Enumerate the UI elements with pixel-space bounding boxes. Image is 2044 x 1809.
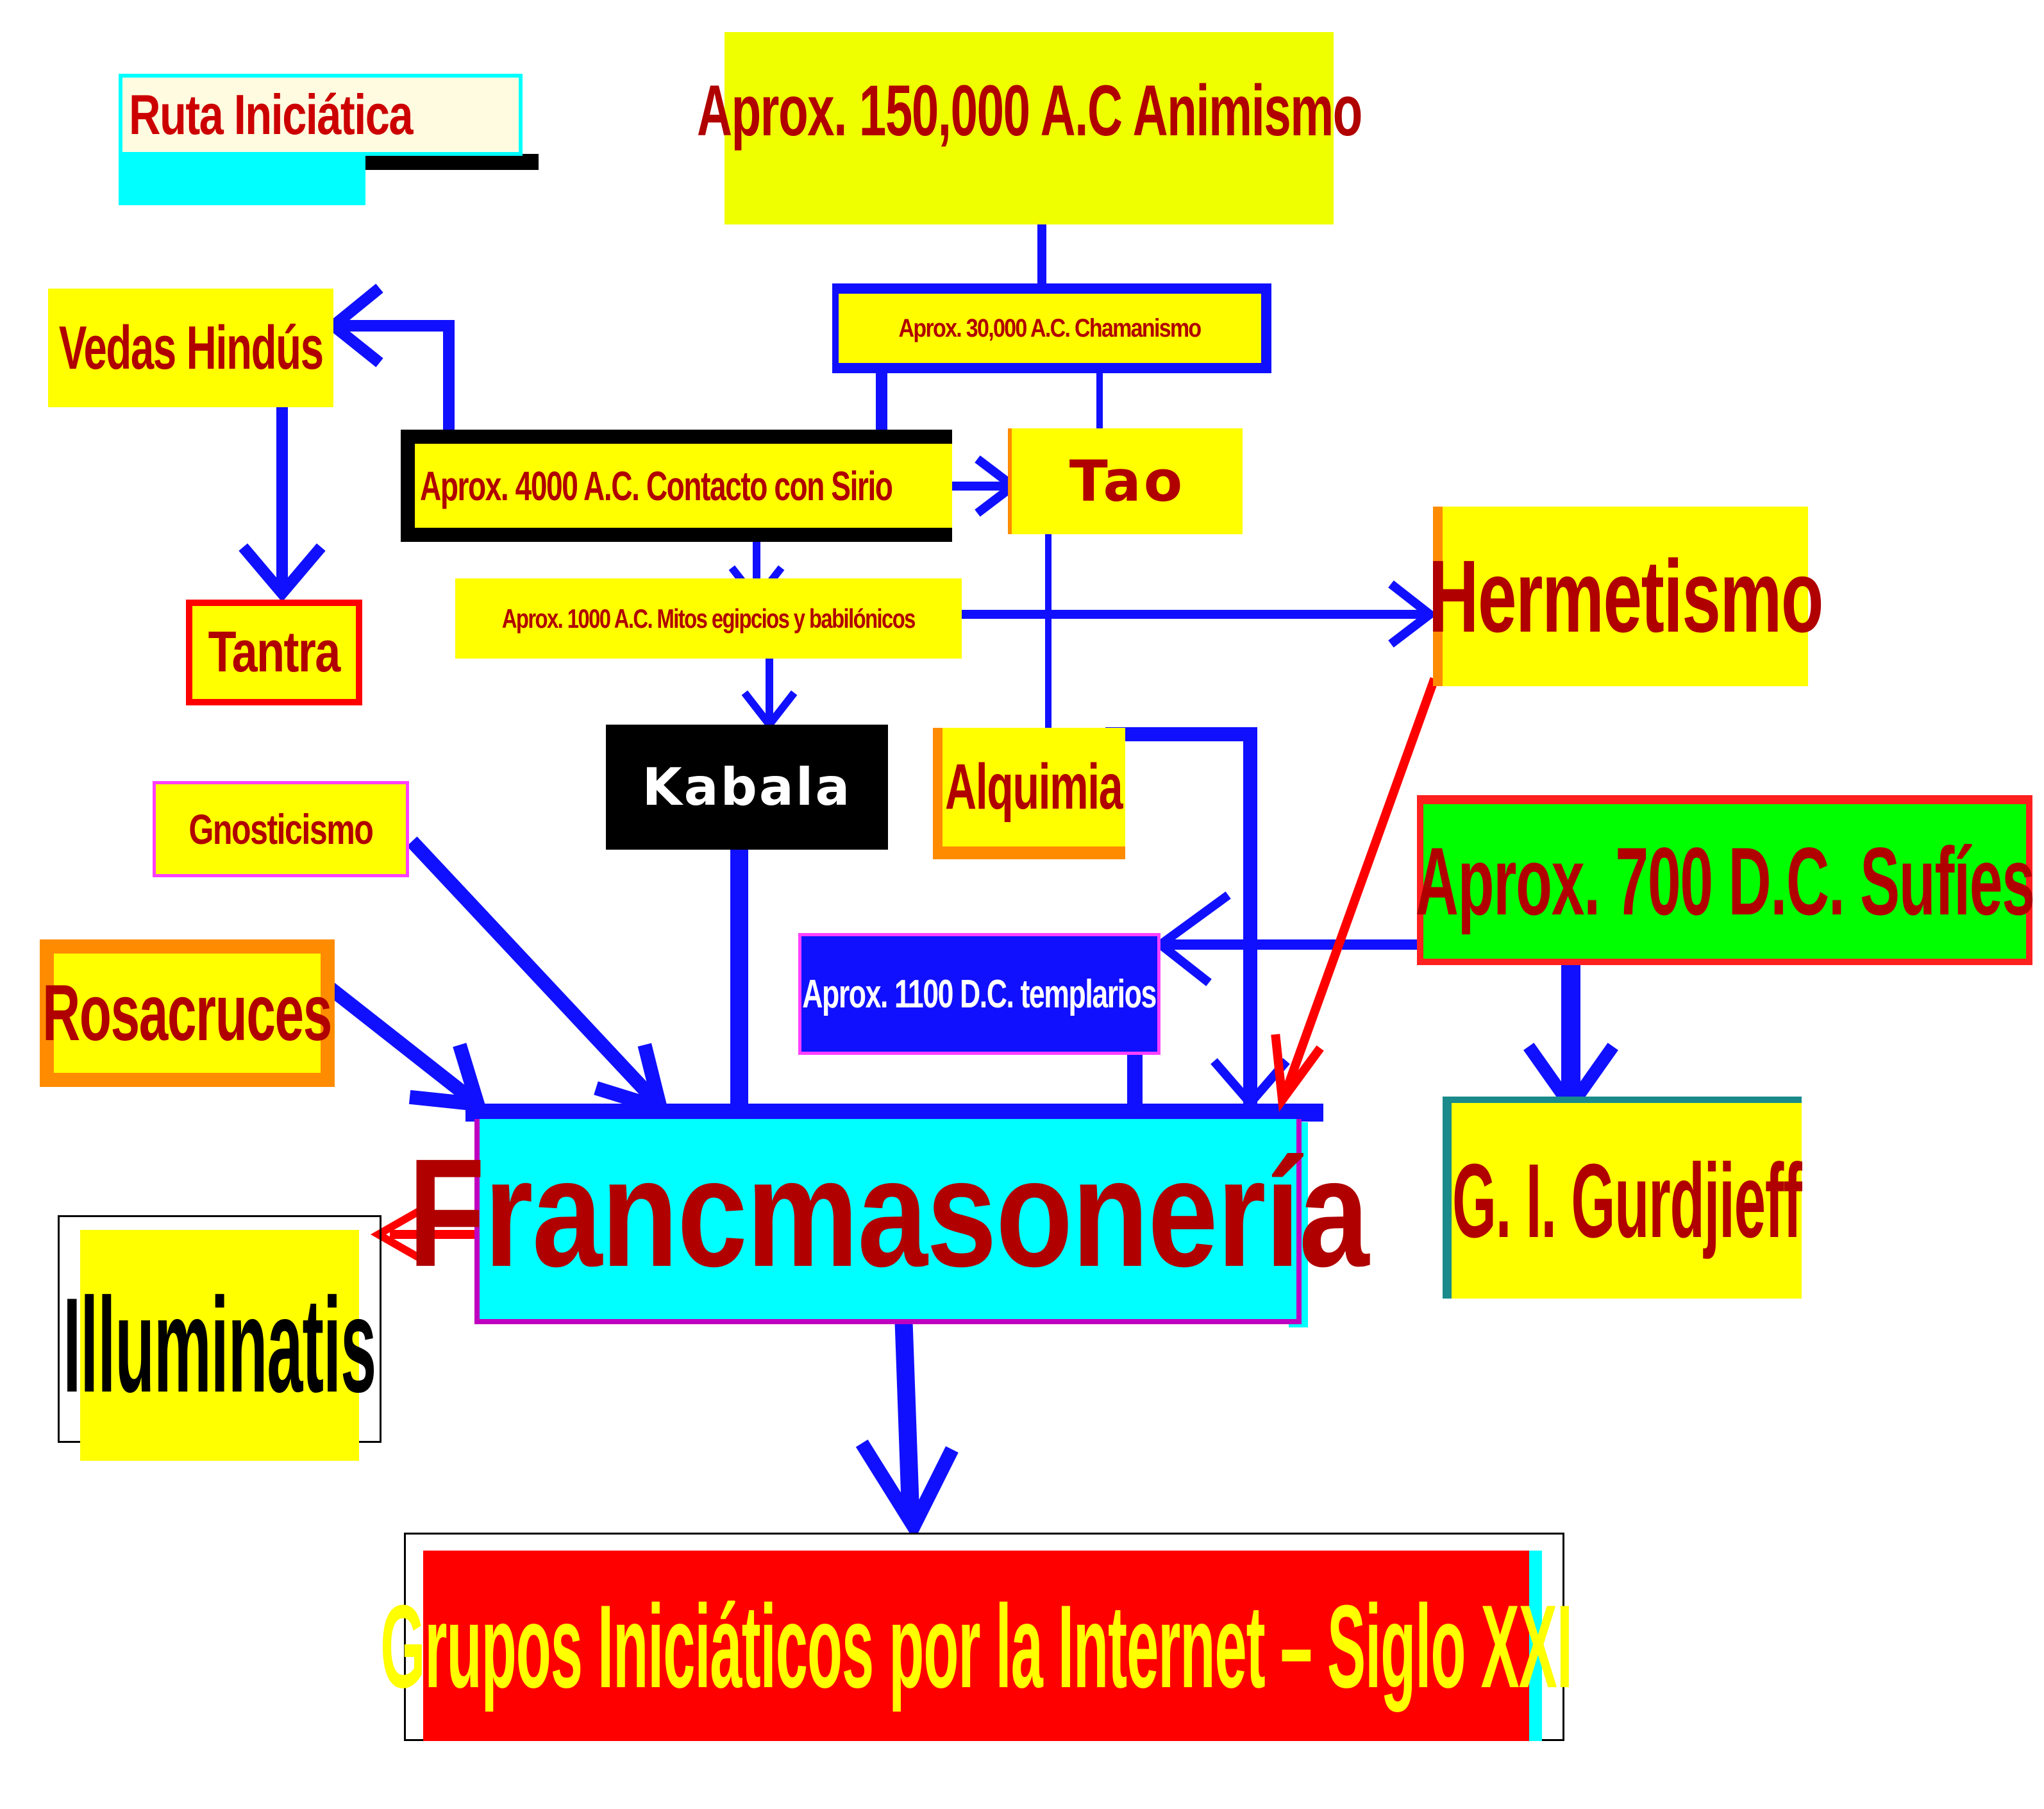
arrowhead-tantra — [239, 543, 326, 602]
tao-node: Tao — [1012, 428, 1243, 534]
sufies-node: Aprox. 700 D.C. Sufíes — [1415, 795, 2035, 965]
ruta-node-cyan-underlay — [119, 147, 365, 205]
chamanismo-label: Aprox. 30,000 A.C. Chamanismo — [899, 314, 1202, 342]
hermetismo-node: Hermetismo — [1428, 507, 1823, 686]
tantra-label: Tantra — [208, 620, 341, 684]
arrowhead-grupos — [855, 1439, 959, 1541]
tao-node-accent — [1008, 428, 1013, 534]
kabala-node: Kabala — [606, 725, 888, 850]
rosacruces-node: Rosacruces — [40, 939, 335, 1087]
templarios-node: Aprox. 1100 D.C. templarios — [798, 933, 1160, 1055]
arrowhead-alquimia — [1210, 1058, 1290, 1110]
francmasoneria-label: Francmasonería — [408, 1127, 1369, 1299]
arrowhead-templarios — [1153, 891, 1231, 986]
vedas-label: Vedas Hindús — [58, 313, 324, 382]
gnosticismo-label: Gnosticismo — [188, 805, 374, 853]
connector-rosacruces-francmasoneria — [323, 980, 478, 1107]
arrowhead-hermetismo-francmasoneria — [1271, 1034, 1324, 1112]
illuminatis-node: Illuminatis — [63, 1230, 376, 1461]
connector-hermetismo-francmasoneria — [1283, 677, 1439, 1090]
animismo-node: Aprox. 150,000 A.C Animismo — [697, 32, 1362, 224]
ruta-node-shadow — [365, 154, 539, 170]
tantra-node: Tantra — [186, 600, 362, 705]
kabala-label: Kabala — [642, 757, 852, 817]
vedas-node: Vedas Hindús — [48, 289, 333, 407]
ruta-label: Ruta Iniciática — [129, 83, 414, 146]
grupos-node-accent — [1529, 1551, 1542, 1741]
chamanismo-node: Aprox. 30,000 A.C. Chamanismo — [832, 283, 1271, 373]
connector-francmasoneria-grupos — [894, 1321, 920, 1520]
grupos-label: Grupos Iniciáticos por la Internet – Sig… — [380, 1579, 1573, 1712]
hermetismo-label: Hermetismo — [1428, 539, 1823, 653]
connector-alquimia-francmasoneria — [1105, 727, 1257, 1126]
alquimia-label: Alquimia — [945, 751, 1123, 823]
arrowhead-vedas — [324, 283, 383, 367]
animismo-label: Aprox. 150,000 A.C Animismo — [696, 71, 1362, 151]
gurdjieff-label: G. I. Gurdjieff — [1452, 1141, 1802, 1259]
gurdjieff-node: G. I. Gurdjieff — [1443, 1097, 1802, 1299]
arrowhead-illuminatis — [370, 1203, 429, 1266]
mitos-label: Aprox. 1000 A.C. Mitos egipcios y babiló… — [501, 603, 916, 634]
ruta-node: Ruta Iniciática — [119, 74, 523, 156]
illuminatis-label: Illuminatis — [63, 1270, 377, 1420]
grupos-node: Grupos Iniciáticos por la Internet – Sig… — [380, 1551, 1573, 1741]
connector-gnosticismo-francmasoneria — [406, 836, 664, 1110]
sirio-node: Aprox. 4000 A.C. Contacto con Sirio — [401, 430, 952, 542]
alquimia-node: Alquimia — [942, 728, 1125, 846]
sufies-label: Aprox. 700 D.C. Sufíes — [1415, 827, 2034, 935]
mitos-node: Aprox. 1000 A.C. Mitos egipcios y babiló… — [455, 578, 962, 659]
connector-sirio-vedas — [334, 320, 455, 432]
templarios-label: Aprox. 1100 D.C. templarios — [802, 972, 1157, 1016]
arrowhead-hermetismo — [1388, 580, 1437, 648]
gnosticismo-node: Gnosticismo — [153, 781, 409, 877]
tao-label: Tao — [1069, 448, 1185, 514]
sirio-label: Aprox. 4000 A.C. Contacto con Sirio — [420, 462, 893, 509]
hermetismo-node-accent — [1433, 507, 1445, 686]
rosacruces-label: Rosacruces — [42, 969, 333, 1057]
francmasoneria-node: Francmasonería — [408, 1119, 1369, 1324]
